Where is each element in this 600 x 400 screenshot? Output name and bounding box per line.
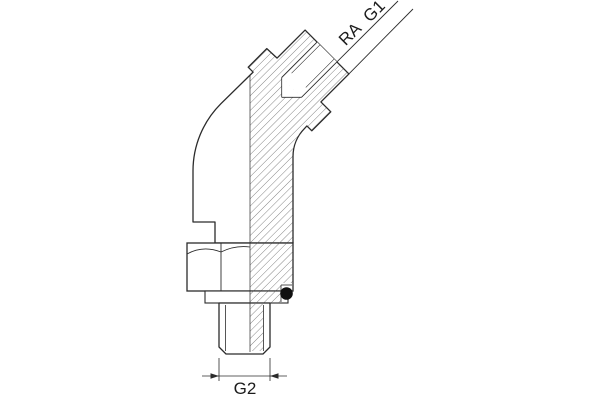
label-g2: G2 <box>234 379 257 398</box>
thread-crest-left <box>291 44 321 74</box>
hex-chamfer-arc-left <box>186 248 222 255</box>
dim-arrow-right <box>270 373 279 379</box>
hex-chamfer-arc-middle <box>220 246 251 253</box>
section-hatch-stud <box>250 304 264 351</box>
o-ring <box>280 287 293 300</box>
bore-wall-right <box>301 61 338 98</box>
port-bore-cone <box>281 77 302 98</box>
label-ra: RA <box>335 19 366 50</box>
bore-wall-left <box>281 41 318 78</box>
section-hatch-branch-and-body <box>248 30 349 243</box>
label-g1: G1 <box>359 0 388 26</box>
thread-crest-right <box>305 58 335 88</box>
leader-line-ra <box>348 8 414 75</box>
dim-arrow-left <box>210 373 219 379</box>
leader-line-g1 <box>336 0 399 63</box>
port-bore-channel <box>281 42 337 98</box>
section-hatch-hex <box>250 243 293 303</box>
